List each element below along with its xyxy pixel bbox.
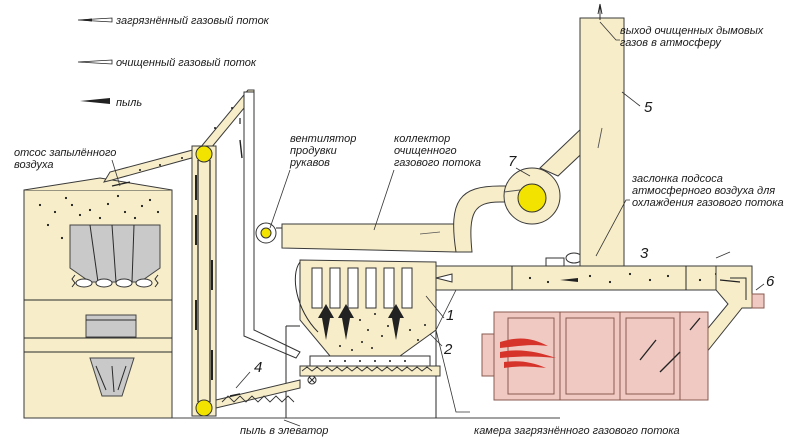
legend-dirty-flow-text: загрязнённый газовый поток <box>115 15 270 27</box>
label-fan-purge-3: рукавов <box>289 157 330 169</box>
label-damper-3: охлаждения газового потока <box>632 197 784 209</box>
purge-pipe <box>239 91 301 359</box>
legend: загрязнённый газовый поток очищенный газ… <box>77 15 270 109</box>
legend-clean-flow-icon <box>77 59 113 65</box>
number-1: 1 <box>446 307 454 324</box>
dirty-gas-duct <box>435 252 733 291</box>
label-exhaust-2: газов в атмосферу <box>620 37 722 49</box>
flame-icon <box>500 338 556 368</box>
number-7: 7 <box>508 153 517 170</box>
label-collector-2: очищенного <box>394 145 457 157</box>
leader-lines <box>111 21 765 427</box>
bunker-dust-dots <box>38 194 160 240</box>
legend-dust-icon <box>80 98 110 104</box>
filter-chamber <box>285 259 437 418</box>
dust-extraction-duct <box>102 89 255 187</box>
exhaust-fan <box>453 125 595 253</box>
label-damper-1: заслонка подсоса <box>631 173 723 185</box>
clean-gas-collector <box>281 223 471 253</box>
dust-bunker <box>23 177 173 419</box>
furnace <box>481 311 709 401</box>
label-exhaust-1: выход очищенных дымовых <box>620 25 764 37</box>
purge-fan <box>255 222 284 244</box>
label-dirty-chamber: камера загрязнённого газового потока <box>474 425 680 437</box>
number-6: 6 <box>766 273 775 290</box>
label-dust-extraction-1: отсос запылённого <box>14 147 116 159</box>
label-dust-extraction-2: воздуха <box>14 159 53 171</box>
label-fan-purge-1: вентилятор <box>290 133 356 145</box>
legend-dirty-flow-icon <box>77 17 113 23</box>
bucket-elevator <box>191 145 217 417</box>
screw-conveyor <box>215 365 441 409</box>
legend-dust-text: пыль <box>116 97 142 109</box>
legend-clean-flow-text: очищенный газовый поток <box>116 57 257 69</box>
label-collector-3: газового потока <box>394 157 481 169</box>
number-5: 5 <box>644 99 653 116</box>
label-fan-purge-2: продувки <box>290 145 337 157</box>
chamber-dust-dots <box>339 313 426 351</box>
label-damper-2: атмосферного воздуха для <box>632 185 775 197</box>
number-3: 3 <box>640 245 649 262</box>
label-collector-1: коллектор <box>394 133 450 145</box>
number-2: 2 <box>443 341 453 358</box>
label-dust-to-elevator: пыль в элеватор <box>240 425 328 437</box>
number-4: 4 <box>254 359 262 376</box>
chimney <box>579 3 625 267</box>
